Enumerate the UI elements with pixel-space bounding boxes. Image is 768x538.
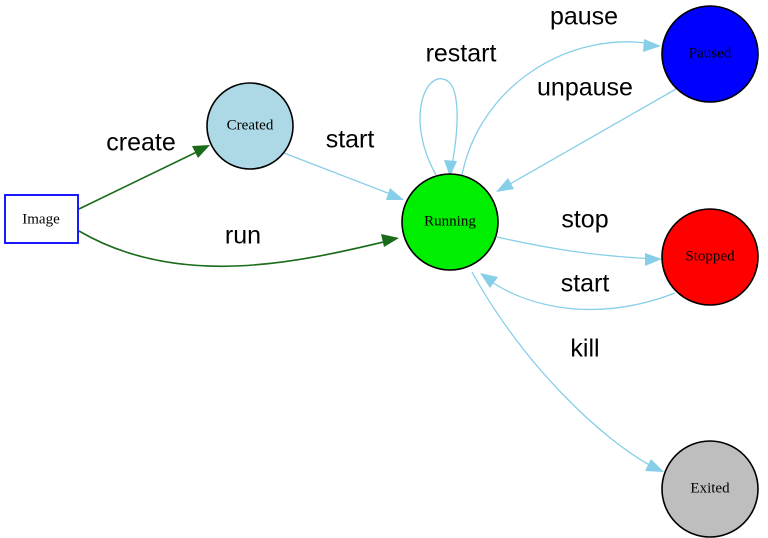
edge-stop[interactable]: stop (496, 206, 662, 266)
edge-label-run: run (225, 222, 261, 250)
edge-label-start-created: start (326, 126, 375, 154)
edge-pause[interactable]: pause (461, 3, 661, 176)
edge-run[interactable]: run (78, 222, 399, 267)
node-stopped-shape (661, 208, 759, 306)
edge-start-created[interactable]: start (283, 126, 404, 200)
node-stopped[interactable]: Stopped (661, 208, 759, 306)
node-created[interactable]: Created (206, 82, 294, 170)
arrowhead-stop (645, 253, 662, 266)
edge-label-create: create (106, 129, 175, 157)
edge-label-kill: kill (570, 335, 599, 363)
arrowhead-pause (643, 39, 661, 52)
edge-label-restart: restart (426, 40, 497, 68)
edge-label-start-stopped: start (561, 270, 610, 298)
arrowhead-start-created (386, 188, 404, 200)
node-paused-shape (661, 5, 759, 103)
edge-unpause[interactable]: unpause (496, 74, 677, 192)
edge-label-stop: stop (561, 206, 608, 234)
node-running-shape (401, 173, 499, 271)
edge-start-stopped[interactable]: start (480, 270, 676, 311)
arrowhead-kill (645, 459, 664, 472)
node-created-shape (206, 82, 294, 170)
edge-label-unpause: unpause (537, 74, 633, 102)
arrowhead-run (381, 234, 399, 247)
edge-kill[interactable]: kill (471, 271, 664, 472)
node-exited-shape (661, 440, 759, 538)
node-exited[interactable]: Exited (661, 440, 759, 538)
arrowhead-start-stopped (480, 273, 498, 288)
node-image[interactable]: Image (4, 194, 79, 244)
node-image-shape (4, 194, 79, 244)
edge-create[interactable]: create (78, 129, 210, 210)
arrowhead-restart (444, 160, 457, 177)
node-paused[interactable]: Paused (661, 5, 759, 103)
edge-restart[interactable]: restart (419, 40, 497, 177)
node-running[interactable]: Running (401, 173, 499, 271)
edge-label-pause: pause (550, 3, 618, 31)
arrowhead-unpause (496, 178, 514, 192)
arrowhead-create (192, 145, 210, 158)
